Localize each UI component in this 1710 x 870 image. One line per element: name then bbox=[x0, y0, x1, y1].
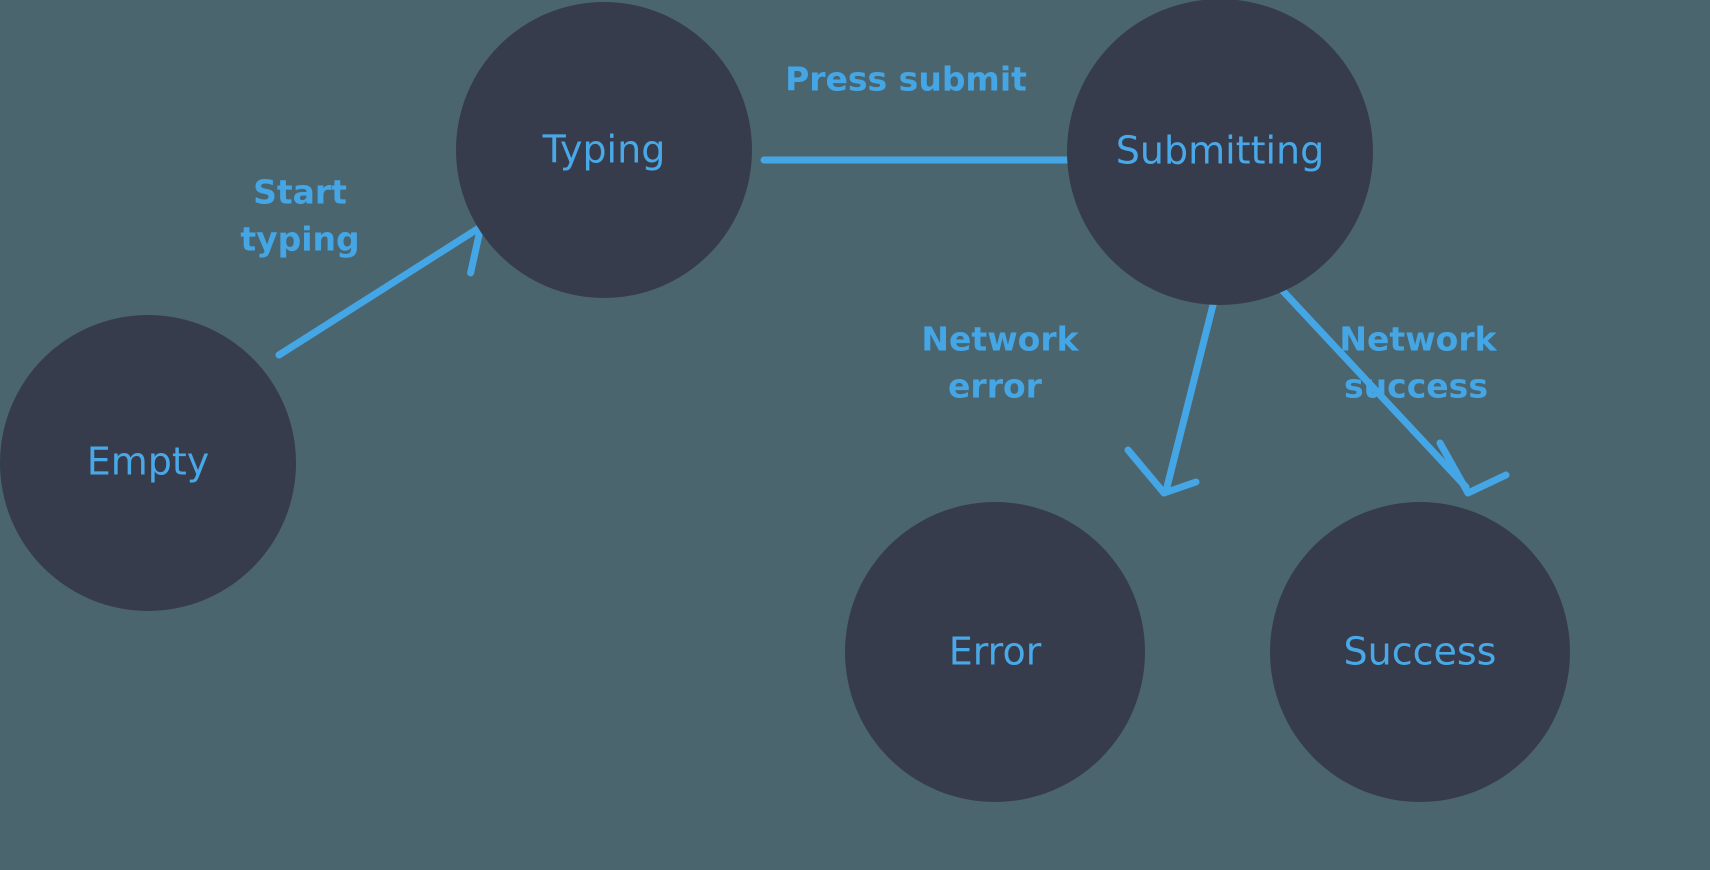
edge-label-press-submit-line-1: Press submit bbox=[785, 60, 1027, 99]
edge-label-start-typing-line-2: typing bbox=[240, 220, 359, 259]
node-circle-typing bbox=[456, 2, 752, 298]
arrowhead-submitting-to-error bbox=[1124, 446, 1200, 497]
edge-label-press-submit: Press submit bbox=[785, 60, 1027, 99]
edge-label-network-success-line-1: Network bbox=[1339, 320, 1497, 359]
node-circle-success bbox=[1270, 502, 1570, 802]
node-circle-submitting bbox=[1067, 0, 1373, 305]
node-submitting[interactable]: Submitting bbox=[1067, 0, 1373, 305]
edge-submitting-to-success[interactable] bbox=[1278, 286, 1510, 497]
node-label-empty: Empty bbox=[87, 440, 210, 484]
edge-label-network-error-line-1: Network bbox=[921, 320, 1079, 359]
node-empty[interactable]: Empty bbox=[0, 315, 296, 611]
edge-submitting-to-error[interactable] bbox=[1124, 297, 1218, 497]
node-circle-empty bbox=[0, 315, 296, 611]
node-typing[interactable]: Typing bbox=[456, 2, 752, 298]
node-error[interactable]: Error bbox=[845, 502, 1145, 802]
edge-line-submitting-to-success bbox=[1278, 286, 1470, 491]
node-label-typing: Typing bbox=[542, 128, 666, 172]
edge-label-network-success-line-2: success bbox=[1344, 367, 1488, 406]
node-label-submitting: Submitting bbox=[1116, 129, 1324, 173]
edge-line-empty-to-typing bbox=[275, 224, 483, 359]
edge-label-network-success: Network success bbox=[1339, 320, 1497, 406]
arrowhead-submitting-to-success bbox=[1436, 439, 1510, 497]
node-circle-error bbox=[845, 502, 1145, 802]
node-label-success: Success bbox=[1344, 630, 1497, 674]
node-success[interactable]: Success bbox=[1270, 502, 1570, 802]
edge-line-submitting-to-error bbox=[1163, 297, 1218, 491]
edge-label-start-typing: Start typing bbox=[240, 173, 359, 259]
edge-label-network-error-line-2: error bbox=[948, 367, 1043, 406]
edge-label-network-error: Network error bbox=[921, 320, 1079, 406]
edge-label-start-typing-line-1: Start bbox=[253, 173, 347, 212]
node-label-error: Error bbox=[949, 630, 1042, 674]
